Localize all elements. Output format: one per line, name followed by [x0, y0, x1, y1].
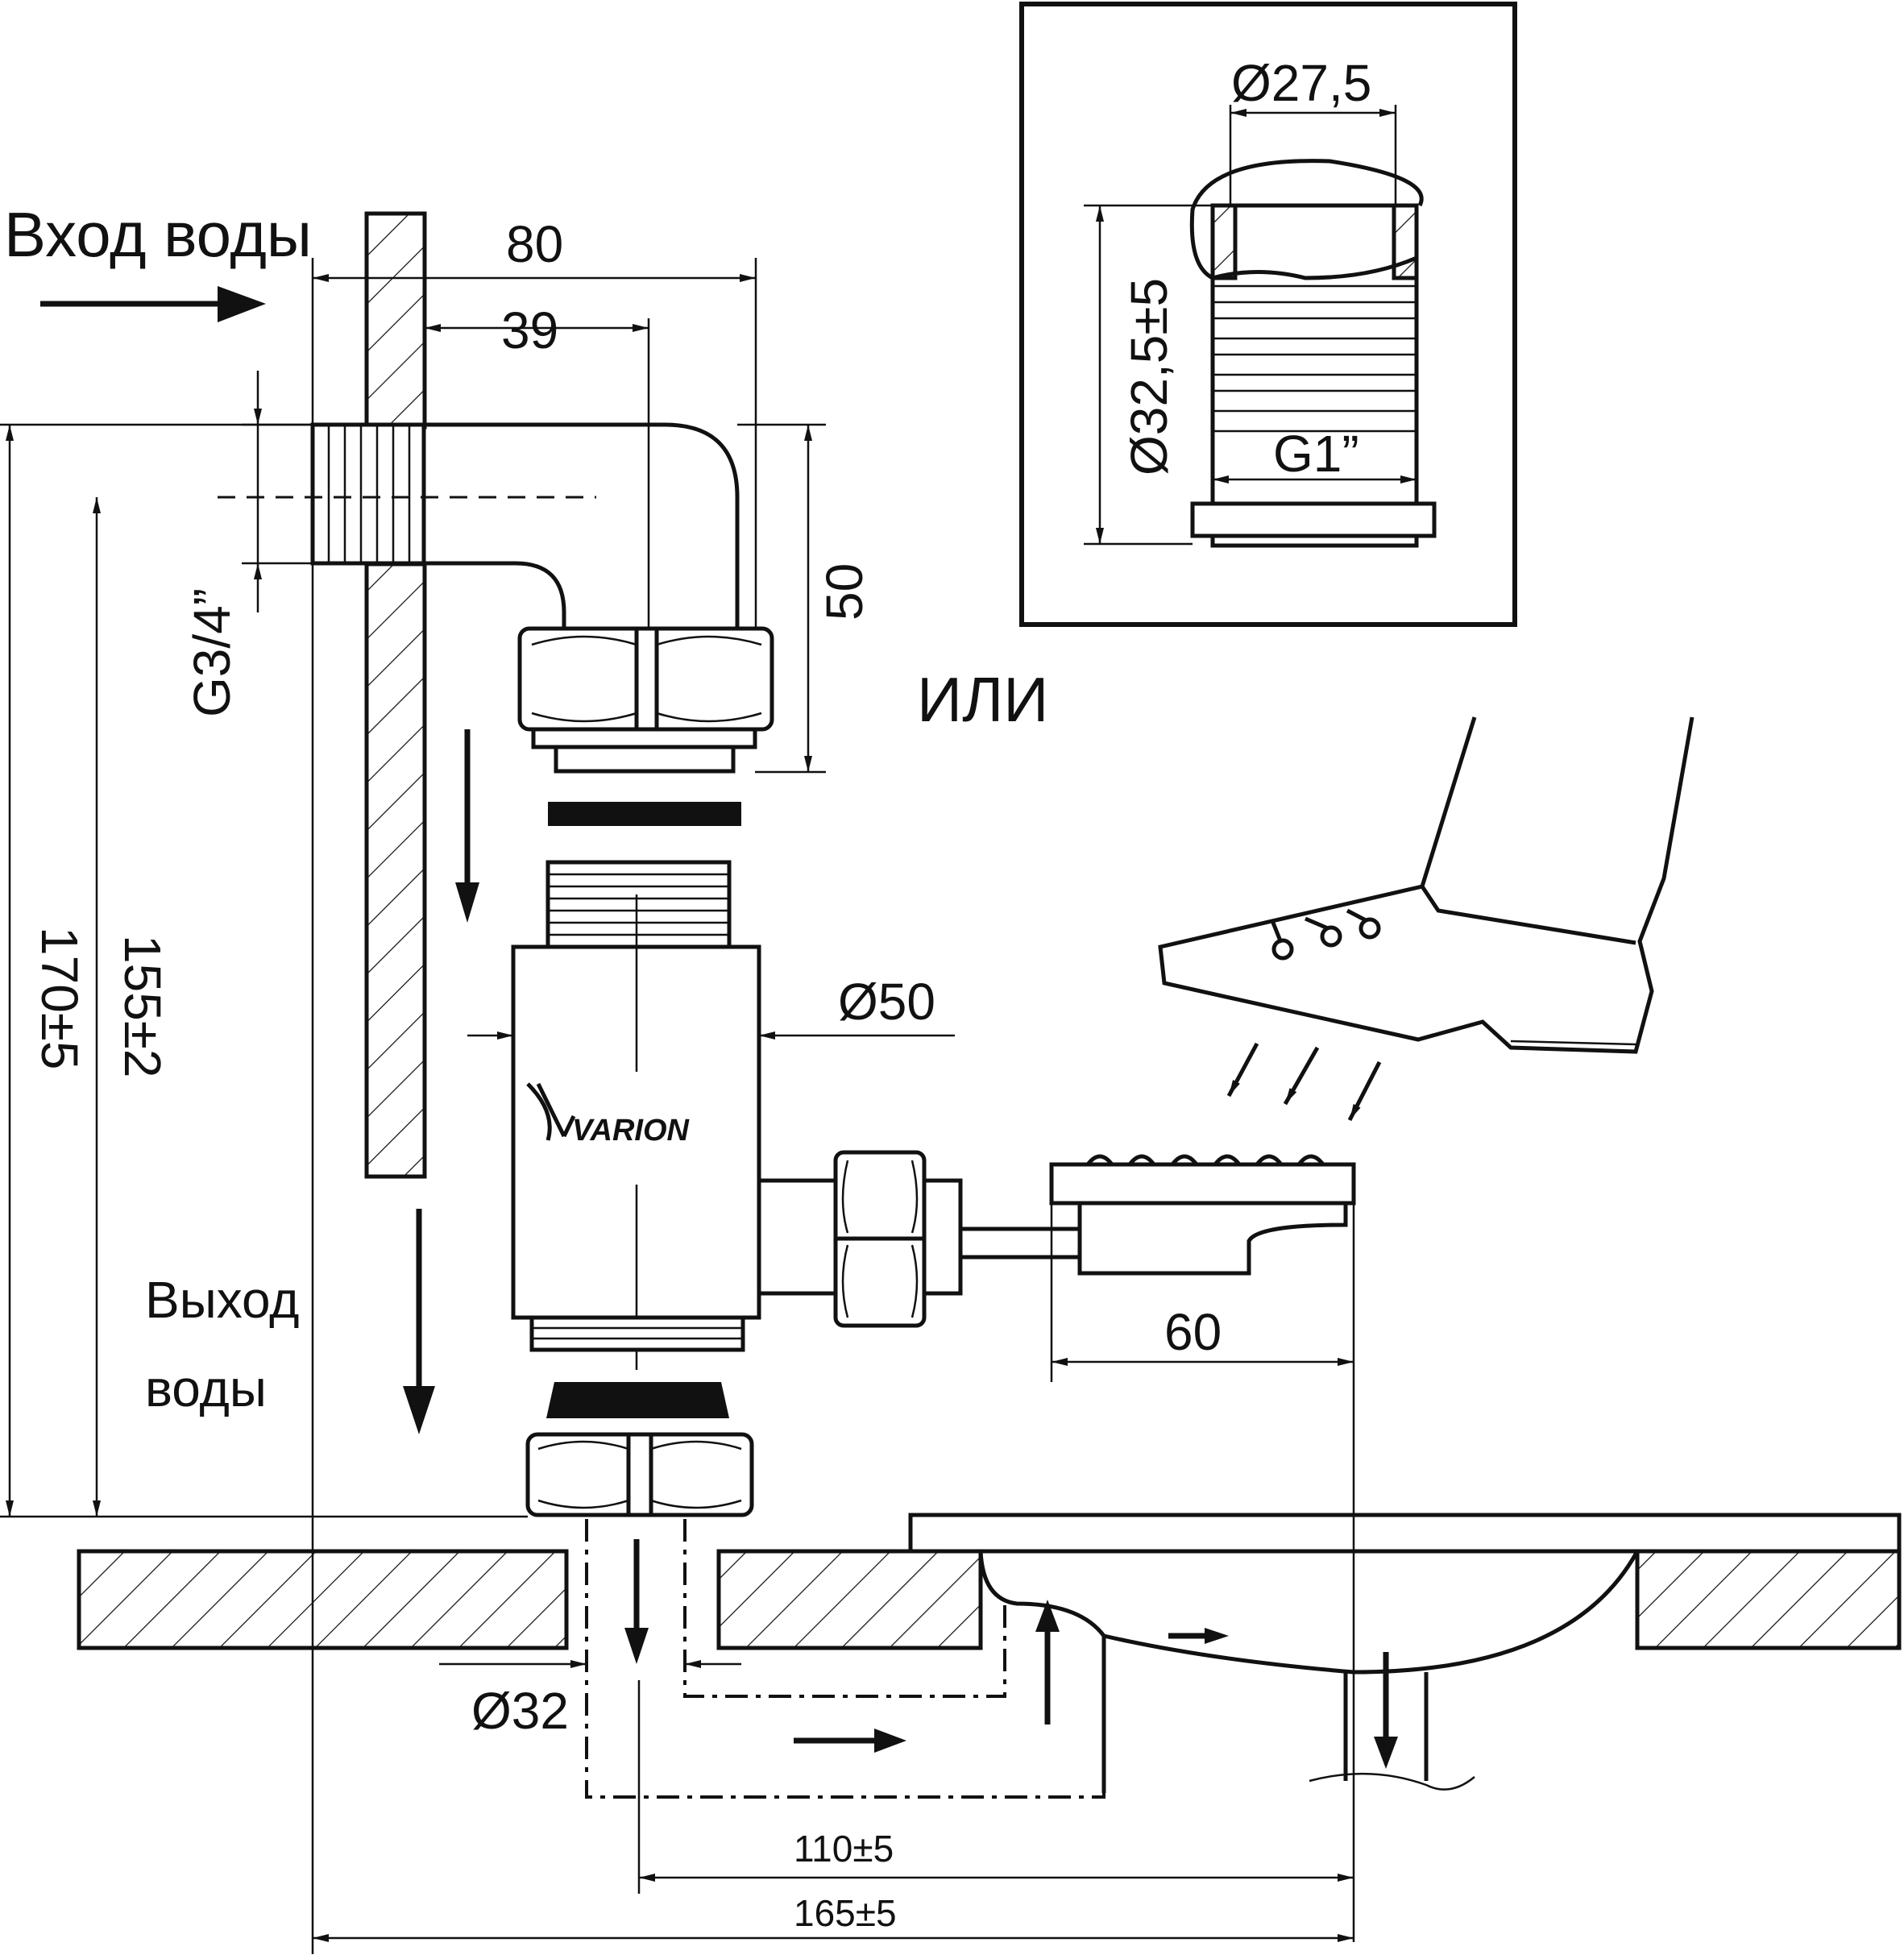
- lower-hex-nut: [525, 1432, 754, 1517]
- inlet-elbow: [218, 422, 740, 629]
- threaded-nipple: [545, 860, 732, 949]
- pedal-button: [1049, 1154, 1356, 1276]
- dim-155: 155±2: [114, 935, 172, 1078]
- press-arrows: [1226, 1042, 1382, 1122]
- dim-39: 39: [501, 301, 558, 359]
- inset-dim-thread-g1: G1”: [1273, 425, 1359, 483]
- dim-50: 50: [815, 563, 873, 620]
- water-in-label: Вход воды: [4, 199, 312, 270]
- inset-dim-dia27: Ø27,5: [1231, 54, 1371, 112]
- water-out-label-2: воды: [145, 1359, 267, 1417]
- dimension-lines: [0, 258, 1355, 1954]
- upper-hex-nut: [517, 626, 774, 774]
- brand-label: VARION: [572, 1114, 691, 1148]
- upper-gasket: [548, 802, 741, 826]
- dim-110: 110±5: [794, 1828, 894, 1870]
- wall-section: [364, 211, 427, 1179]
- or-label: ИЛИ: [917, 664, 1048, 735]
- dim-thread-g34: G3/4”: [183, 588, 241, 717]
- varion-logo: VARION: [526, 1082, 691, 1148]
- dim-60: 60: [1164, 1303, 1222, 1361]
- dim-dia50: Ø50: [838, 973, 935, 1031]
- floor-section: [77, 1513, 1902, 1793]
- inset-detail: Ø27,5 Ø32,5±5 G1”: [1019, 2, 1517, 627]
- dim-170: 170±5: [31, 927, 89, 1070]
- dim-dia32: Ø32: [471, 1682, 569, 1740]
- drain-pipe: [585, 1519, 1105, 1799]
- foot-illustration: [1158, 716, 1695, 1054]
- inset-dim-dia32-5: Ø32,5±5: [1120, 278, 1178, 475]
- lower-gasket: [546, 1382, 729, 1418]
- valve-body: [511, 894, 761, 1370]
- flow-arrows: [40, 286, 1398, 1769]
- dim-80: 80: [506, 215, 563, 273]
- water-out-label-1: Выход: [145, 1271, 300, 1329]
- dim-165: 165±5: [794, 1892, 897, 1934]
- side-outlet: [757, 1150, 1080, 1328]
